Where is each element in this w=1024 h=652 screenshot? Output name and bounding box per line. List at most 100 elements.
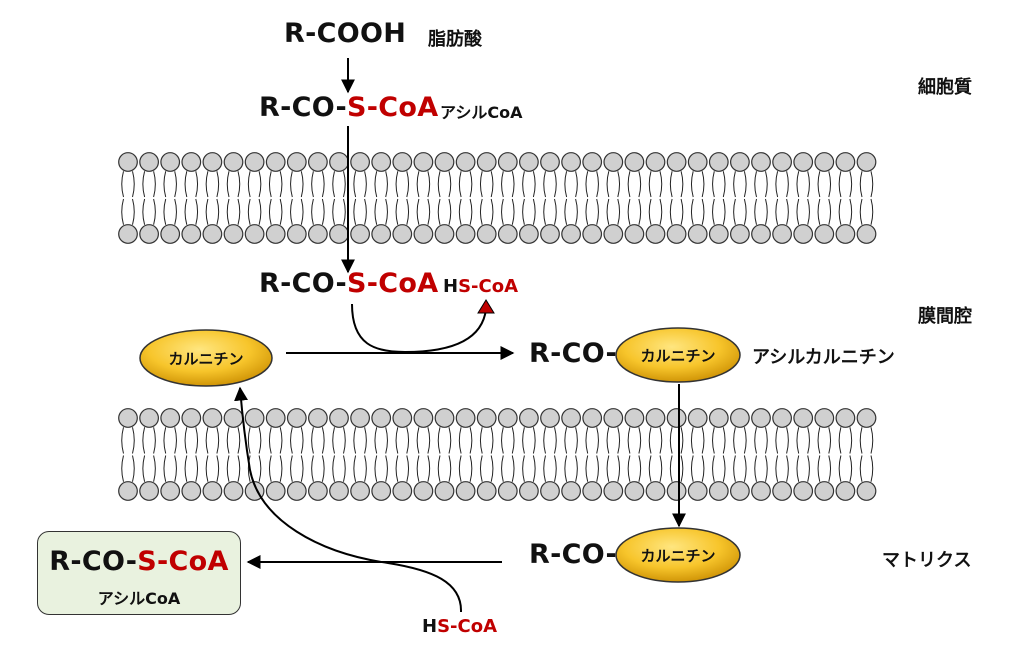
- hs-coa-top: HS-CoA: [443, 276, 519, 297]
- lipid-tail: [279, 455, 283, 482]
- lipid-tail: [458, 171, 462, 198]
- lipid-tail: [659, 427, 663, 454]
- lipid-head: [519, 481, 539, 501]
- lipid-tail: [142, 427, 146, 454]
- lipid-head: [413, 408, 434, 428]
- lipid-tail: [279, 171, 283, 198]
- lipid-tail: [564, 427, 568, 454]
- lipid-tail: [606, 455, 610, 482]
- lipid-tail: [142, 198, 146, 225]
- lipid-head: [434, 481, 455, 501]
- lipid-tail: [153, 427, 156, 454]
- lipid-tail: [690, 427, 694, 454]
- lipid-head: [793, 224, 814, 244]
- lipid-tail: [458, 427, 462, 454]
- lipid-tail: [395, 171, 399, 198]
- lipid-tail: [226, 171, 230, 198]
- lipid-tail: [690, 198, 694, 225]
- lipid-head: [392, 408, 413, 428]
- lipid-tail: [121, 171, 124, 198]
- lipid-head: [814, 408, 835, 428]
- lipid-tail: [374, 198, 378, 225]
- lipid-tail: [195, 455, 199, 482]
- lipid-head: [118, 152, 138, 172]
- lipid-tail: [680, 455, 684, 482]
- lipid-tail: [395, 455, 399, 482]
- lipid-head: [244, 152, 265, 172]
- lipid-tail: [564, 198, 568, 225]
- lipid-tail: [174, 427, 177, 454]
- lipid-tail: [195, 171, 199, 198]
- lipid-tail: [458, 455, 462, 482]
- lipid-head: [223, 152, 244, 172]
- lipid-head: [308, 152, 328, 172]
- lipid-tail: [859, 427, 863, 454]
- lipid-tail: [132, 427, 135, 454]
- lipid-tail: [648, 171, 652, 198]
- lipid-head: [202, 408, 223, 428]
- lipid-head: [772, 152, 792, 172]
- lipid-tail: [712, 427, 715, 454]
- carnitine-label-1: カルニチン: [168, 350, 243, 368]
- lipid-tail: [669, 198, 673, 225]
- lipid-tail: [765, 171, 768, 198]
- lipid-tail: [669, 171, 673, 198]
- lipid-tail: [817, 455, 821, 482]
- lipid-tail: [353, 427, 357, 454]
- lipid-head: [624, 152, 645, 172]
- lipid-tail: [532, 455, 536, 482]
- lipid-head: [497, 152, 518, 172]
- lipid-head: [329, 408, 349, 428]
- lipid-tail: [458, 198, 462, 225]
- inner-membrane: [118, 408, 877, 501]
- lipid-head: [160, 152, 181, 172]
- lipid-tail: [437, 455, 441, 482]
- acyl-coa-product-box: R-CO-S-CoA アシルCoA: [37, 531, 241, 615]
- lipid-tail: [448, 455, 452, 482]
- lipid-tail: [554, 171, 557, 198]
- lipid-head: [139, 408, 160, 428]
- lipid-tail: [268, 198, 272, 225]
- lipid-tail: [585, 171, 589, 198]
- lipid-tail: [712, 455, 715, 482]
- carnitine-ellipse-2: カルニチン: [615, 327, 741, 383]
- lipid-tail: [754, 455, 757, 482]
- lipid-tail: [828, 427, 832, 454]
- lipid-tail: [596, 171, 599, 198]
- lipid-tail: [722, 455, 726, 482]
- lipid-tail: [216, 455, 220, 482]
- lipid-tail: [237, 198, 241, 225]
- lipid-tail: [596, 455, 599, 482]
- lipid-tail: [300, 427, 304, 454]
- lipid-tail: [142, 171, 146, 198]
- lipid-tail: [205, 171, 209, 198]
- lipid-tail: [627, 198, 631, 225]
- lipid-tail: [416, 427, 420, 454]
- lipid-tail: [121, 455, 124, 482]
- lipid-tail: [743, 171, 747, 198]
- lipid-tail: [712, 171, 715, 198]
- lipid-tail: [216, 171, 220, 198]
- lipid-head: [603, 481, 624, 501]
- lipid-head: [772, 224, 792, 244]
- lipid-tail: [532, 198, 536, 225]
- lipid-head: [160, 224, 181, 244]
- lipid-head: [772, 481, 792, 501]
- lipid-head: [308, 224, 328, 244]
- lipid-tail: [627, 427, 631, 454]
- lipid-tail: [765, 455, 768, 482]
- lipid-head: [181, 152, 202, 172]
- lipid-tail: [543, 427, 546, 454]
- lipid-tail: [786, 427, 789, 454]
- lipid-tail: [163, 198, 167, 225]
- lipid-head: [265, 408, 286, 428]
- arrows: [234, 58, 686, 613]
- lipid-tail: [406, 455, 410, 482]
- lipid-tail: [479, 455, 483, 482]
- lipid-tail: [638, 427, 642, 454]
- lipid-tail: [817, 171, 821, 198]
- lipid-head: [582, 224, 603, 244]
- lipid-head: [708, 481, 729, 501]
- lipid-tail: [522, 198, 525, 225]
- lipid-tail: [659, 171, 663, 198]
